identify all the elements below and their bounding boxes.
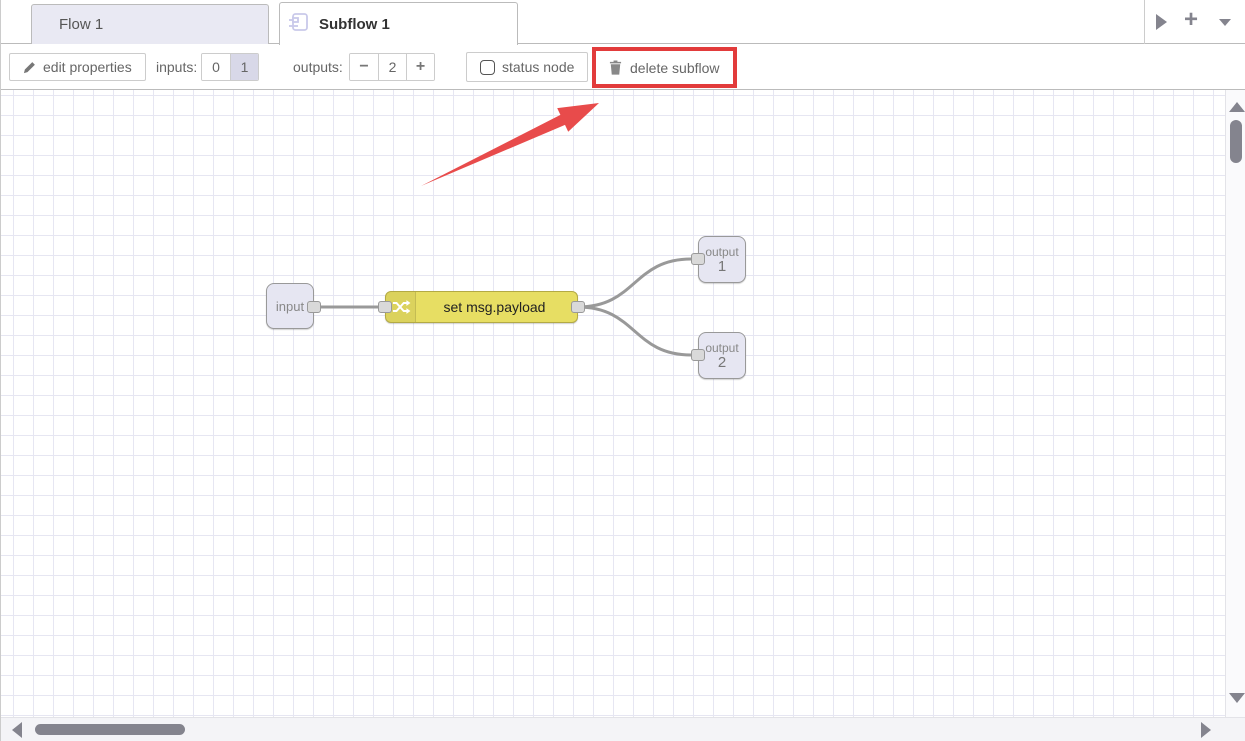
vertical-scrollbar[interactable] [1225, 90, 1245, 717]
node-output1-number: 1 [717, 257, 727, 275]
inputs-label: inputs: [156, 59, 198, 75]
tab-flow-1-label: Flow 1 [59, 16, 104, 33]
outputs-decrease-button[interactable]: − [350, 54, 378, 80]
node-subflow-output-1[interactable]: output 1 [698, 236, 746, 283]
annotation-red-box: delete subflow [592, 47, 737, 88]
port-output2-input[interactable] [691, 349, 705, 361]
tab-scroll-right-button[interactable] [1147, 0, 1175, 44]
node-subflow-output-2[interactable]: output 2 [698, 332, 746, 379]
delete-subflow-button[interactable]: delete subflow [596, 51, 733, 84]
outputs-increase-button[interactable]: + [406, 54, 434, 80]
plus-icon: + [1183, 6, 1198, 33]
wire-change-to-output1[interactable] [577, 257, 692, 309]
wire-layer [314, 103, 692, 357]
scroll-right-arrow[interactable] [1201, 722, 1211, 738]
outputs-label: outputs: [293, 59, 343, 75]
node-subflow-input[interactable]: input [266, 283, 314, 329]
add-flow-button[interactable]: + [1177, 0, 1205, 44]
wire-change-to-output2[interactable] [577, 305, 692, 357]
scroll-left-arrow[interactable] [12, 722, 22, 738]
chevron-down-icon [1219, 18, 1231, 26]
node-subflow-input-label: input [275, 298, 305, 314]
node-output1-label: output [705, 244, 739, 259]
horizontal-scrollbar[interactable] [1, 717, 1245, 741]
scroll-down-arrow[interactable] [1229, 693, 1245, 703]
outputs-spinner-group: − 2 + [349, 53, 435, 81]
scroll-up-arrow[interactable] [1229, 102, 1245, 112]
flow-tab-bar: Flow 1 Subflow 1 + [1, 0, 1245, 45]
port-change-input[interactable] [378, 301, 392, 313]
delete-subflow-label: delete subflow [630, 59, 720, 76]
tab-list-menu-button[interactable] [1211, 0, 1239, 44]
tab-flow-1[interactable]: Flow 1 [31, 4, 269, 44]
subflow-icon [288, 11, 310, 37]
edit-properties-label: edit properties [43, 59, 132, 75]
tab-subflow-1[interactable]: Subflow 1 [279, 2, 518, 45]
edit-properties-button[interactable]: edit properties [9, 53, 146, 81]
node-change[interactable]: set msg.payload [385, 291, 578, 323]
node-output2-label: output [705, 340, 739, 355]
status-node-label: status node [502, 59, 575, 75]
trash-icon [609, 60, 622, 75]
vertical-scrollbar-thumb[interactable] [1230, 120, 1242, 163]
horizontal-scrollbar-thumb[interactable] [35, 724, 185, 735]
subflow-toolbar: edit properties inputs: 0 1 outputs: − 2… [1, 45, 1245, 90]
port-output1-input[interactable] [691, 253, 705, 265]
inputs-option-0[interactable]: 0 [202, 54, 230, 80]
status-node-toggle[interactable]: status node [466, 52, 589, 82]
node-output2-number: 2 [717, 353, 727, 371]
annotation-red-arrow [421, 103, 599, 186]
outputs-value: 2 [378, 54, 406, 80]
port-change-output[interactable] [571, 301, 585, 313]
pencil-icon [23, 61, 35, 73]
node-change-label: set msg.payload [443, 299, 546, 315]
inputs-option-1[interactable]: 1 [230, 54, 258, 80]
triangle-right-icon [1155, 14, 1167, 30]
inputs-toggle-group: 0 1 [201, 53, 259, 81]
tab-subflow-1-label: Subflow 1 [319, 15, 390, 33]
flow-canvas[interactable]: input set msg.payload output 1 output 2 [1, 90, 1225, 717]
tabbar-separator [1144, 0, 1145, 44]
port-input-output[interactable] [307, 301, 321, 313]
status-node-checkbox[interactable] [480, 59, 495, 75]
